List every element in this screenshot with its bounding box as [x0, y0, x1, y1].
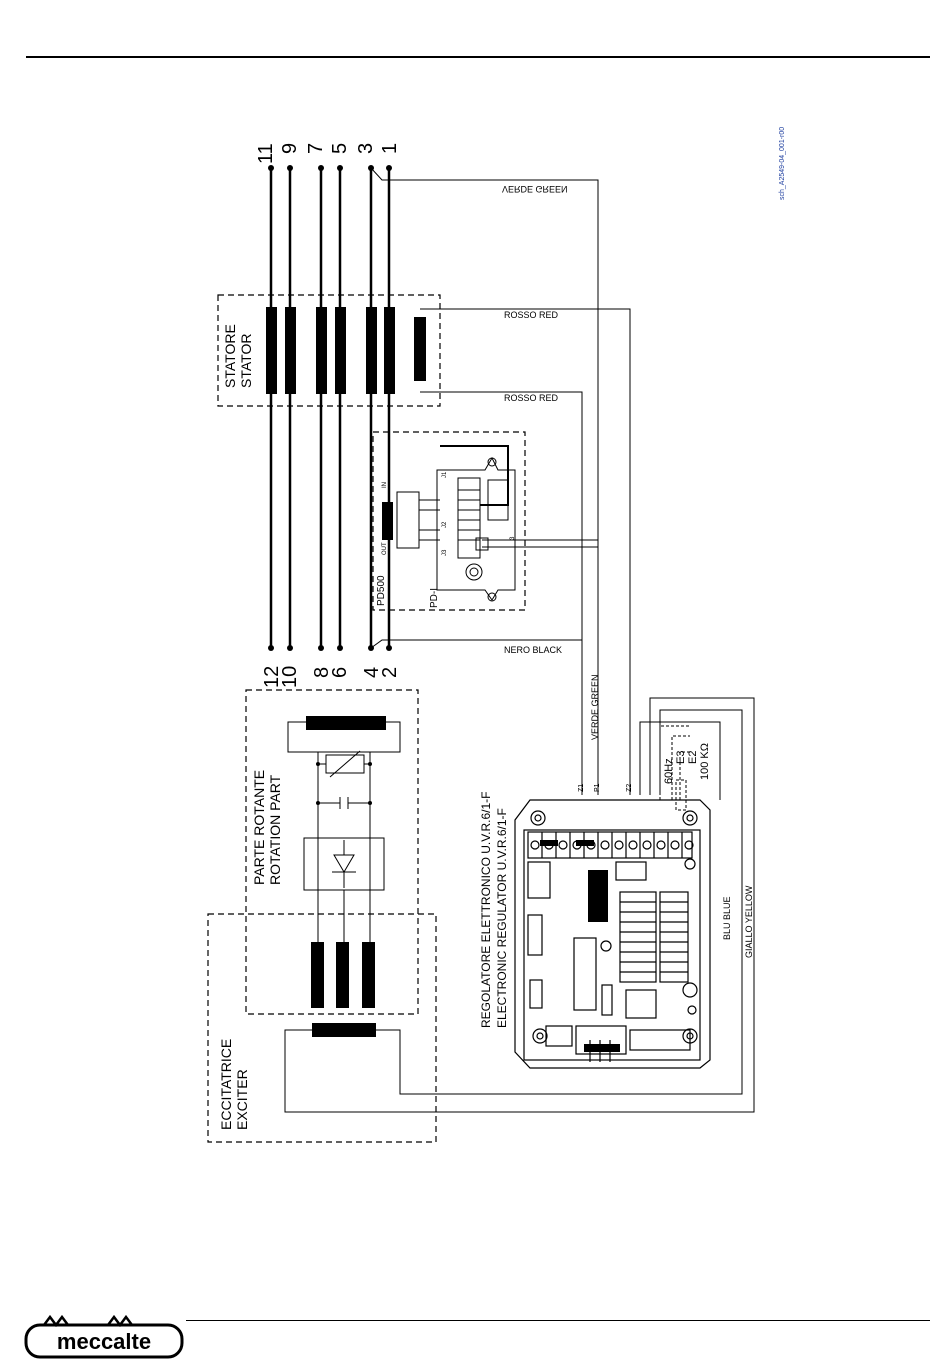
- drawing-code: sch_A2549-04_001-r00: [779, 127, 786, 200]
- wire-label-blu-blue: BLU BLUE: [722, 896, 732, 940]
- pd500-sub: PD-I: [429, 588, 440, 608]
- pd500-name: PD500: [376, 575, 387, 606]
- terminal-8: 8: [311, 667, 333, 678]
- exciter-title-it: ECCITATRICE: [218, 1039, 234, 1130]
- regulator-title-it: REGOLATORE ELETTRONICO U.V.R.6/1-F: [479, 792, 493, 1029]
- stator-box: [217, 294, 441, 407]
- brand-name: meccalte: [57, 1329, 151, 1354]
- exciter-title-en: EXCITER: [234, 1069, 250, 1130]
- pd500-box: [372, 431, 526, 611]
- meccalte-logo: meccalte: [24, 1314, 184, 1359]
- pin-p1: P1: [594, 783, 601, 792]
- terminal-11: 11: [255, 143, 277, 164]
- wire-label-giallo-yellow: GIALLO YELLOW: [744, 885, 754, 958]
- wire-label-rosso-red-1: ROSSO RED: [504, 310, 559, 320]
- regulator-dark-parts: [540, 840, 620, 1052]
- pd-i-board: [436, 456, 516, 602]
- terminal-9: 9: [279, 143, 301, 154]
- option-e3: E3: [675, 751, 687, 764]
- terminal-10: 10: [279, 666, 301, 688]
- footer-rule: [186, 1320, 930, 1321]
- terminal-4: 4: [361, 667, 383, 678]
- pd500-transformer-leads: [396, 491, 440, 549]
- wire-lines: [284, 167, 755, 1113]
- exciter-box: [207, 913, 437, 1143]
- terminal-3: 3: [355, 143, 377, 154]
- option-e2: E2: [687, 751, 699, 764]
- pd500-transformer: [382, 502, 393, 540]
- regulator-title-en: ELECTRONIC REGULATOR U.V.R.6/1-F: [495, 808, 509, 1028]
- option-60hz: 60Hz: [663, 758, 675, 784]
- stator-lines: [269, 168, 391, 648]
- terminal-2: 2: [379, 667, 401, 678]
- pin-z2: Z2: [626, 784, 633, 792]
- terminal-1: 1: [379, 143, 401, 154]
- terminal-12: 12: [261, 666, 283, 688]
- stator-windings: [266, 307, 426, 394]
- terminal-7: 7: [305, 143, 327, 154]
- pd-i-pin3: 3: [510, 536, 516, 540]
- pin-z1: Z1: [578, 784, 585, 792]
- rotor-circuit-dots: [316, 762, 372, 805]
- pd-i-j1: J1: [442, 471, 448, 478]
- options-bracket: [659, 725, 690, 811]
- rotating-part-title-en: ROTATION PART: [267, 774, 283, 885]
- wire-label-verde-green: VERDE GREEN: [590, 674, 600, 740]
- pd500-in: IN: [382, 482, 388, 488]
- wire-label-verde-green-top: VERDE GREEN: [502, 184, 568, 194]
- terminal-numbers-bottom: 12 10 8 6 4 2: [261, 666, 401, 688]
- rotor-field-winding: [306, 716, 386, 730]
- wire-label-rosso-red-2: ROSSO RED: [504, 393, 559, 403]
- exciter-windings: [311, 942, 376, 1037]
- pd-i-j3: J3: [442, 549, 448, 556]
- pd500-out: OUT: [382, 542, 388, 555]
- header-rule: [26, 56, 930, 58]
- option-resistor: 100 KΩ: [699, 743, 711, 780]
- wire-label-nero-black: NERO BLACK: [504, 645, 562, 655]
- regulator-board: [514, 799, 711, 1069]
- rotating-part-title-it: PARTE ROTANTE: [251, 770, 267, 885]
- rotating-part-box: [245, 689, 419, 1015]
- stator-title-en: STATOR: [238, 334, 254, 388]
- pd-i-jumper: [440, 445, 509, 506]
- pd-i-j2: J2: [442, 521, 448, 528]
- terminal-numbers-top: 11 9 7 5 3 1: [255, 143, 401, 164]
- terminal-6: 6: [329, 667, 351, 678]
- stator-title-it: STATORE: [222, 324, 238, 388]
- terminal-5: 5: [329, 143, 351, 154]
